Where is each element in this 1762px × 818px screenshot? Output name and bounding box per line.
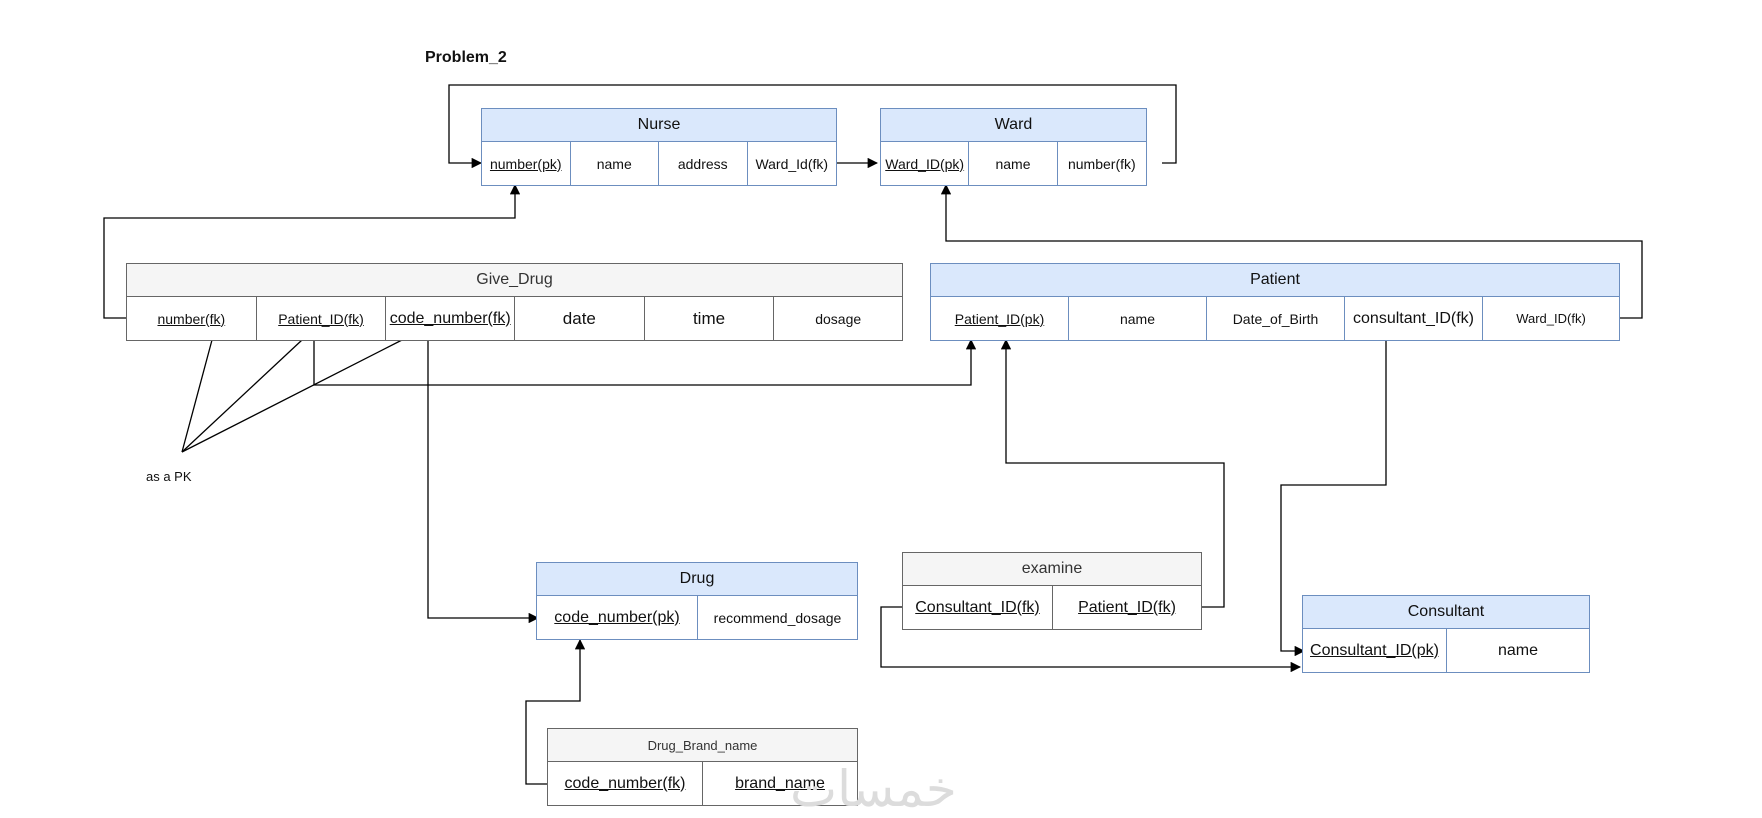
field-number-pk: number(pk) bbox=[482, 142, 571, 185]
field-number-fk: number(fk) bbox=[1067, 155, 1136, 172]
field-ward-id-pk: Ward_ID(pk) bbox=[881, 142, 970, 185]
field-name: name bbox=[571, 142, 659, 185]
field-patient-id-fk: Patient_ID(fk) bbox=[1078, 598, 1176, 616]
entity-nurse: Nurse number(pk) name address Ward_Id(fk… bbox=[481, 108, 837, 186]
entity-title: Drug_Brand_name bbox=[548, 729, 857, 762]
as-a-pk-annotation: as a PK bbox=[146, 469, 192, 484]
field-time: time bbox=[645, 297, 775, 340]
entity-patient: Patient Patient_ID(pk) name Date_of_Birt… bbox=[930, 263, 1620, 341]
line-examine-to-patient bbox=[1000, 338, 1225, 608]
pk-pointer-1 bbox=[181, 339, 213, 453]
line-givedrug-to-nurse bbox=[103, 183, 521, 319]
pk-pointer-2 bbox=[181, 339, 303, 453]
field-recommend-dosage: recommend_dosage bbox=[713, 609, 842, 626]
line-brand-to-drug bbox=[525, 638, 586, 785]
line-patient-to-ward bbox=[940, 183, 1643, 319]
entity-drug: Drug code_number(pk) recommend_dosage bbox=[536, 562, 858, 640]
field-patient-id-fk: Patient_ID(fk) bbox=[257, 297, 387, 340]
entity-title: Nurse bbox=[482, 109, 836, 142]
field-code-number-pk: code_number(pk) bbox=[537, 596, 698, 639]
entity-drug-brand-name: Drug_Brand_name code_number(fk) brand_na… bbox=[547, 728, 858, 806]
field-consultant-id-fk: Consultant_ID(fk) bbox=[903, 586, 1053, 629]
entity-title: Give_Drug bbox=[127, 264, 902, 297]
pk-pointer-3 bbox=[181, 339, 403, 453]
field-code-number-fk: code_number(fk) bbox=[548, 762, 703, 805]
entity-examine: examine Consultant_ID(fk) Patient_ID(fk) bbox=[902, 552, 1202, 630]
field-code-number-fk: code_number(fk) bbox=[386, 297, 516, 340]
field-consultant-id-fk: consultant_ID(fk) bbox=[1345, 297, 1483, 340]
entity-ward: Ward Ward_ID(pk) name number(fk) bbox=[880, 108, 1147, 186]
field-name: name bbox=[969, 142, 1058, 185]
line-givedrug-to-drug bbox=[427, 340, 540, 624]
line-examine-to-consultant bbox=[880, 606, 1302, 673]
field-ward-id-fk: Ward_Id(fk) bbox=[755, 155, 829, 172]
field-date-of-birth: Date_of_Birth bbox=[1207, 297, 1345, 340]
field-name: name bbox=[1497, 641, 1539, 659]
field-ward-id-fk: Ward_ID(fk) bbox=[1516, 311, 1586, 326]
line-givedrug-to-patient bbox=[313, 338, 977, 386]
line-patient-to-consultant bbox=[1280, 340, 1387, 657]
field-number-fk: number(fk) bbox=[127, 297, 257, 340]
field-brand-name: brand_name bbox=[735, 774, 825, 792]
field-dosage: dosage bbox=[815, 310, 862, 327]
watermark: خمسات bbox=[790, 761, 957, 817]
field-address: address bbox=[659, 142, 748, 185]
entity-consultant: Consultant Consultant_ID(pk) name bbox=[1302, 595, 1590, 673]
field-name: name bbox=[1069, 297, 1207, 340]
entity-title: Ward bbox=[881, 109, 1146, 142]
entity-title: Patient bbox=[931, 264, 1619, 297]
entity-give-drug: Give_Drug number(fk) Patient_ID(fk) code… bbox=[126, 263, 903, 341]
line-ward-to-nurse bbox=[448, 84, 1177, 169]
entity-title: Drug bbox=[537, 563, 857, 596]
entity-title: examine bbox=[903, 553, 1201, 586]
field-patient-id-pk: Patient_ID(pk) bbox=[931, 297, 1069, 340]
field-consultant-id-pk: Consultant_ID(pk) bbox=[1303, 629, 1447, 672]
diagram-title: Problem_2 bbox=[425, 49, 507, 66]
entity-title: Consultant bbox=[1303, 596, 1589, 629]
field-date: date bbox=[515, 297, 645, 340]
